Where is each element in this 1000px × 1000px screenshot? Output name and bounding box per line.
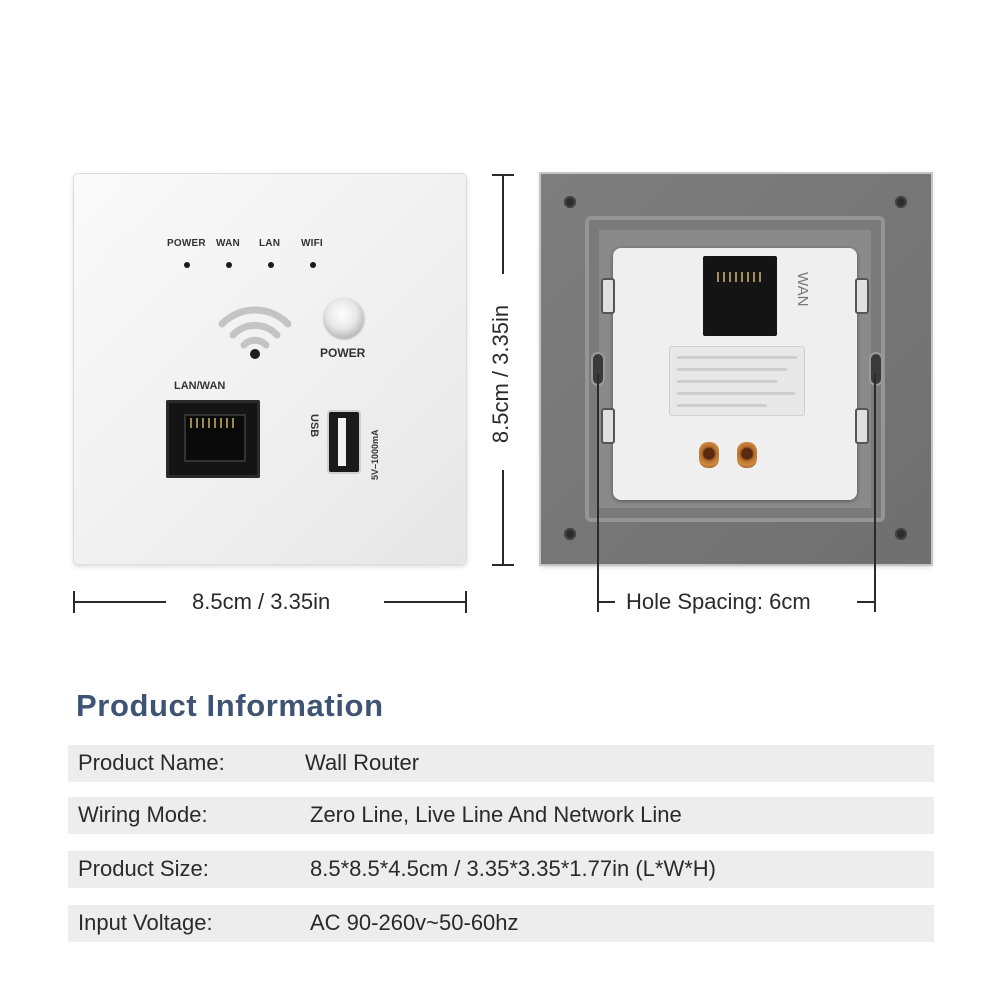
info-row-product-size: Product Size: 8.5*8.5*4.5cm / 3.35*3.35*…	[68, 851, 934, 888]
hole-spacing-line-right	[874, 374, 876, 612]
info-row-input-voltage: Input Voltage: AC 90-260v~50-60hz	[68, 905, 934, 942]
lan-wan-port-label: LAN/WAN	[174, 380, 226, 392]
info-value: 8.5*8.5*4.5cm / 3.35*3.35*1.77in (L*W*H)	[310, 856, 717, 881]
mounting-hole-left	[593, 354, 603, 384]
wan-ethernet-port	[703, 256, 777, 336]
info-label: Wiring Mode:	[78, 802, 208, 827]
width-dimension-tick-right	[465, 591, 467, 613]
power-button[interactable]	[324, 298, 364, 338]
info-label: Input Voltage:	[78, 910, 213, 935]
power-terminal-neutral	[699, 442, 719, 468]
info-label: Product Name:	[78, 750, 225, 775]
corner-screw	[895, 196, 907, 208]
usb-port	[329, 412, 359, 472]
corner-screw	[895, 528, 907, 540]
height-dimension-line-top	[502, 174, 504, 274]
info-value: Zero Line, Live Line And Network Line	[310, 802, 682, 827]
led-wan-indicator	[226, 262, 232, 268]
wan-port-label: WAN	[794, 272, 811, 307]
hole-spacing-line-left	[597, 374, 599, 612]
info-row-wiring-mode: Wiring Mode: Zero Line, Live Line And Ne…	[68, 797, 934, 834]
mounting-hole-right	[871, 354, 881, 384]
led-power-indicator	[184, 262, 190, 268]
height-dimension-label: 8.5cm / 3.35in	[488, 304, 513, 444]
led-label-power: POWER	[167, 238, 206, 249]
height-dimension-label-wrap: 8.5cm / 3.35in	[488, 284, 518, 464]
corner-screw	[564, 528, 576, 540]
height-dimension-tick-bottom	[492, 564, 514, 566]
led-label-wifi: WIFI	[301, 238, 323, 249]
width-dimension-line-right	[384, 601, 466, 603]
router-module: WAN	[601, 248, 869, 500]
led-label-lan: LAN	[259, 238, 281, 249]
corner-screw	[564, 196, 576, 208]
usb-spec-label: 5V–1000mA	[370, 429, 380, 480]
wifi-icon	[218, 306, 292, 359]
back-panel-image: WAN	[541, 174, 931, 564]
info-value: AC 90-260v~50-60hz	[310, 910, 519, 935]
power-terminal-live	[737, 442, 757, 468]
product-info-title: Product Information	[76, 688, 384, 723]
led-lan-indicator	[268, 262, 274, 268]
info-label: Product Size:	[78, 856, 209, 881]
led-wifi-indicator	[310, 262, 316, 268]
width-dimension-label: 8.5cm / 3.35in	[192, 589, 331, 614]
height-dimension-line-bottom	[502, 470, 504, 564]
power-button-label: POWER	[320, 346, 366, 360]
hole-spacing-tick-left	[597, 601, 615, 603]
spec-sticker	[669, 346, 805, 416]
width-dimension-line-left	[73, 601, 166, 603]
usb-logo: USB	[308, 414, 320, 438]
info-row-product-name: Product Name: Wall Router	[68, 745, 934, 782]
hole-spacing-label: Hole Spacing: 6cm	[626, 589, 811, 614]
hole-spacing-tick-right	[857, 601, 875, 603]
info-value: Wall Router	[305, 750, 420, 775]
led-label-wan: WAN	[216, 238, 240, 249]
lan-wan-ethernet-port	[166, 400, 260, 478]
front-panel-image: POWER WAN LAN WIFI POWER LAN/WAN USB 5V–…	[74, 174, 466, 564]
